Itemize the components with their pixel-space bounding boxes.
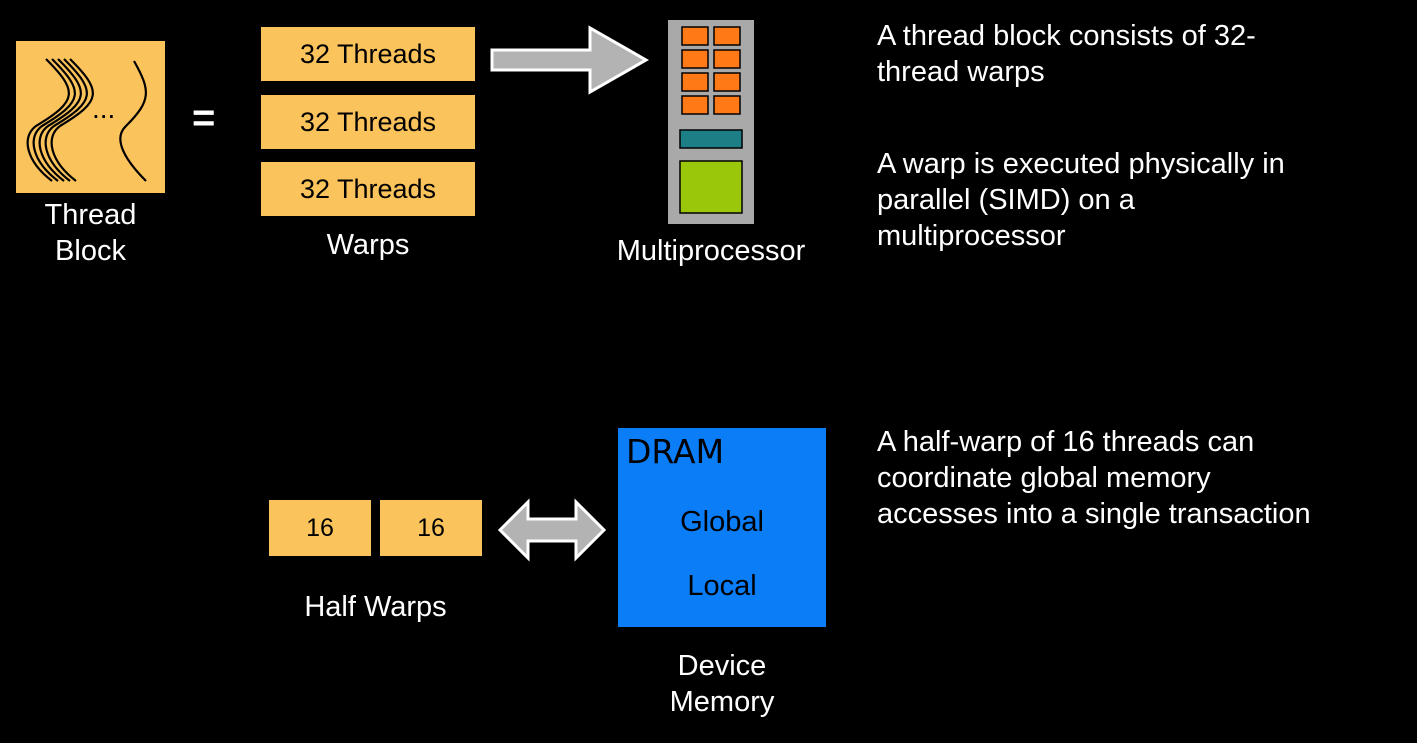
- note-half-warp: A half-warp of 16 threads can coordinate…: [877, 426, 1311, 530]
- thread-block-icon: ...: [16, 41, 165, 193]
- multiprocessor-cells: [679, 26, 743, 214]
- dram-title: DRAM: [626, 432, 725, 471]
- device-memory-label: Device Memory: [669, 650, 775, 718]
- thread-block-label: Thread Block: [44, 199, 137, 267]
- dram-block: DRAM Global Local: [618, 428, 826, 627]
- half-warp-box: 16: [380, 500, 482, 556]
- arrow-right-icon: [490, 25, 650, 95]
- double-arrow-icon: [497, 498, 607, 562]
- half-warps-label: Half Warps: [304, 591, 447, 623]
- warp-box: 32 Threads: [261, 27, 475, 81]
- multiprocessor-icon: [668, 20, 754, 224]
- warp-box: 32 Threads: [261, 95, 475, 149]
- local-memory-label: Local: [687, 570, 757, 602]
- global-memory-label: Global: [680, 506, 764, 538]
- thread-ellipsis: ...: [92, 93, 116, 124]
- half-warp-box: 16: [269, 500, 371, 556]
- note-warp: A warp is executed physically in paralle…: [877, 148, 1285, 252]
- warps-label: Warps: [326, 229, 410, 261]
- multiprocessor-label: Multiprocessor: [616, 235, 806, 267]
- thread-wave-icon: [26, 58, 147, 182]
- warp-box: 32 Threads: [261, 162, 475, 216]
- equals-sign: =: [192, 96, 216, 140]
- note-thread-block: A thread block consists of 32- thread wa…: [877, 20, 1256, 88]
